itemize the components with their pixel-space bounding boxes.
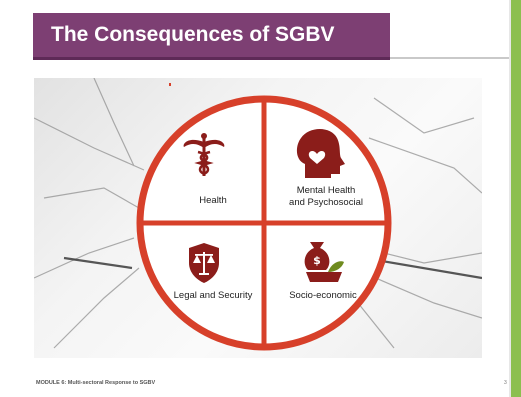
quadrant-label-mental-health: Mental Health and Psychosocial: [289, 185, 363, 208]
head-heart-icon: [296, 129, 345, 178]
consequences-diagram: $: [136, 95, 392, 351]
side-bar: [511, 0, 521, 397]
title-band: The Consequences of SGBV: [33, 13, 390, 57]
scales-shield-icon: [189, 243, 219, 283]
slide-footer: MODULE 6: Multi-sectoral Response to SGB…: [36, 380, 156, 386]
slide-title: The Consequences of SGBV: [51, 23, 335, 46]
caduceus-icon: [183, 133, 225, 176]
quadrant-label-socio-economic: Socio-economic: [289, 290, 357, 301]
side-bar-shadow: [509, 0, 511, 397]
quadrant-label-health: Health: [199, 195, 227, 206]
title-accent: [33, 57, 390, 60]
quadrant-label-legal-security: Legal and Security: [173, 290, 253, 301]
page-number: 3: [504, 380, 507, 386]
svg-text:$: $: [313, 254, 321, 267]
money-bag-icon: $: [304, 242, 344, 282]
